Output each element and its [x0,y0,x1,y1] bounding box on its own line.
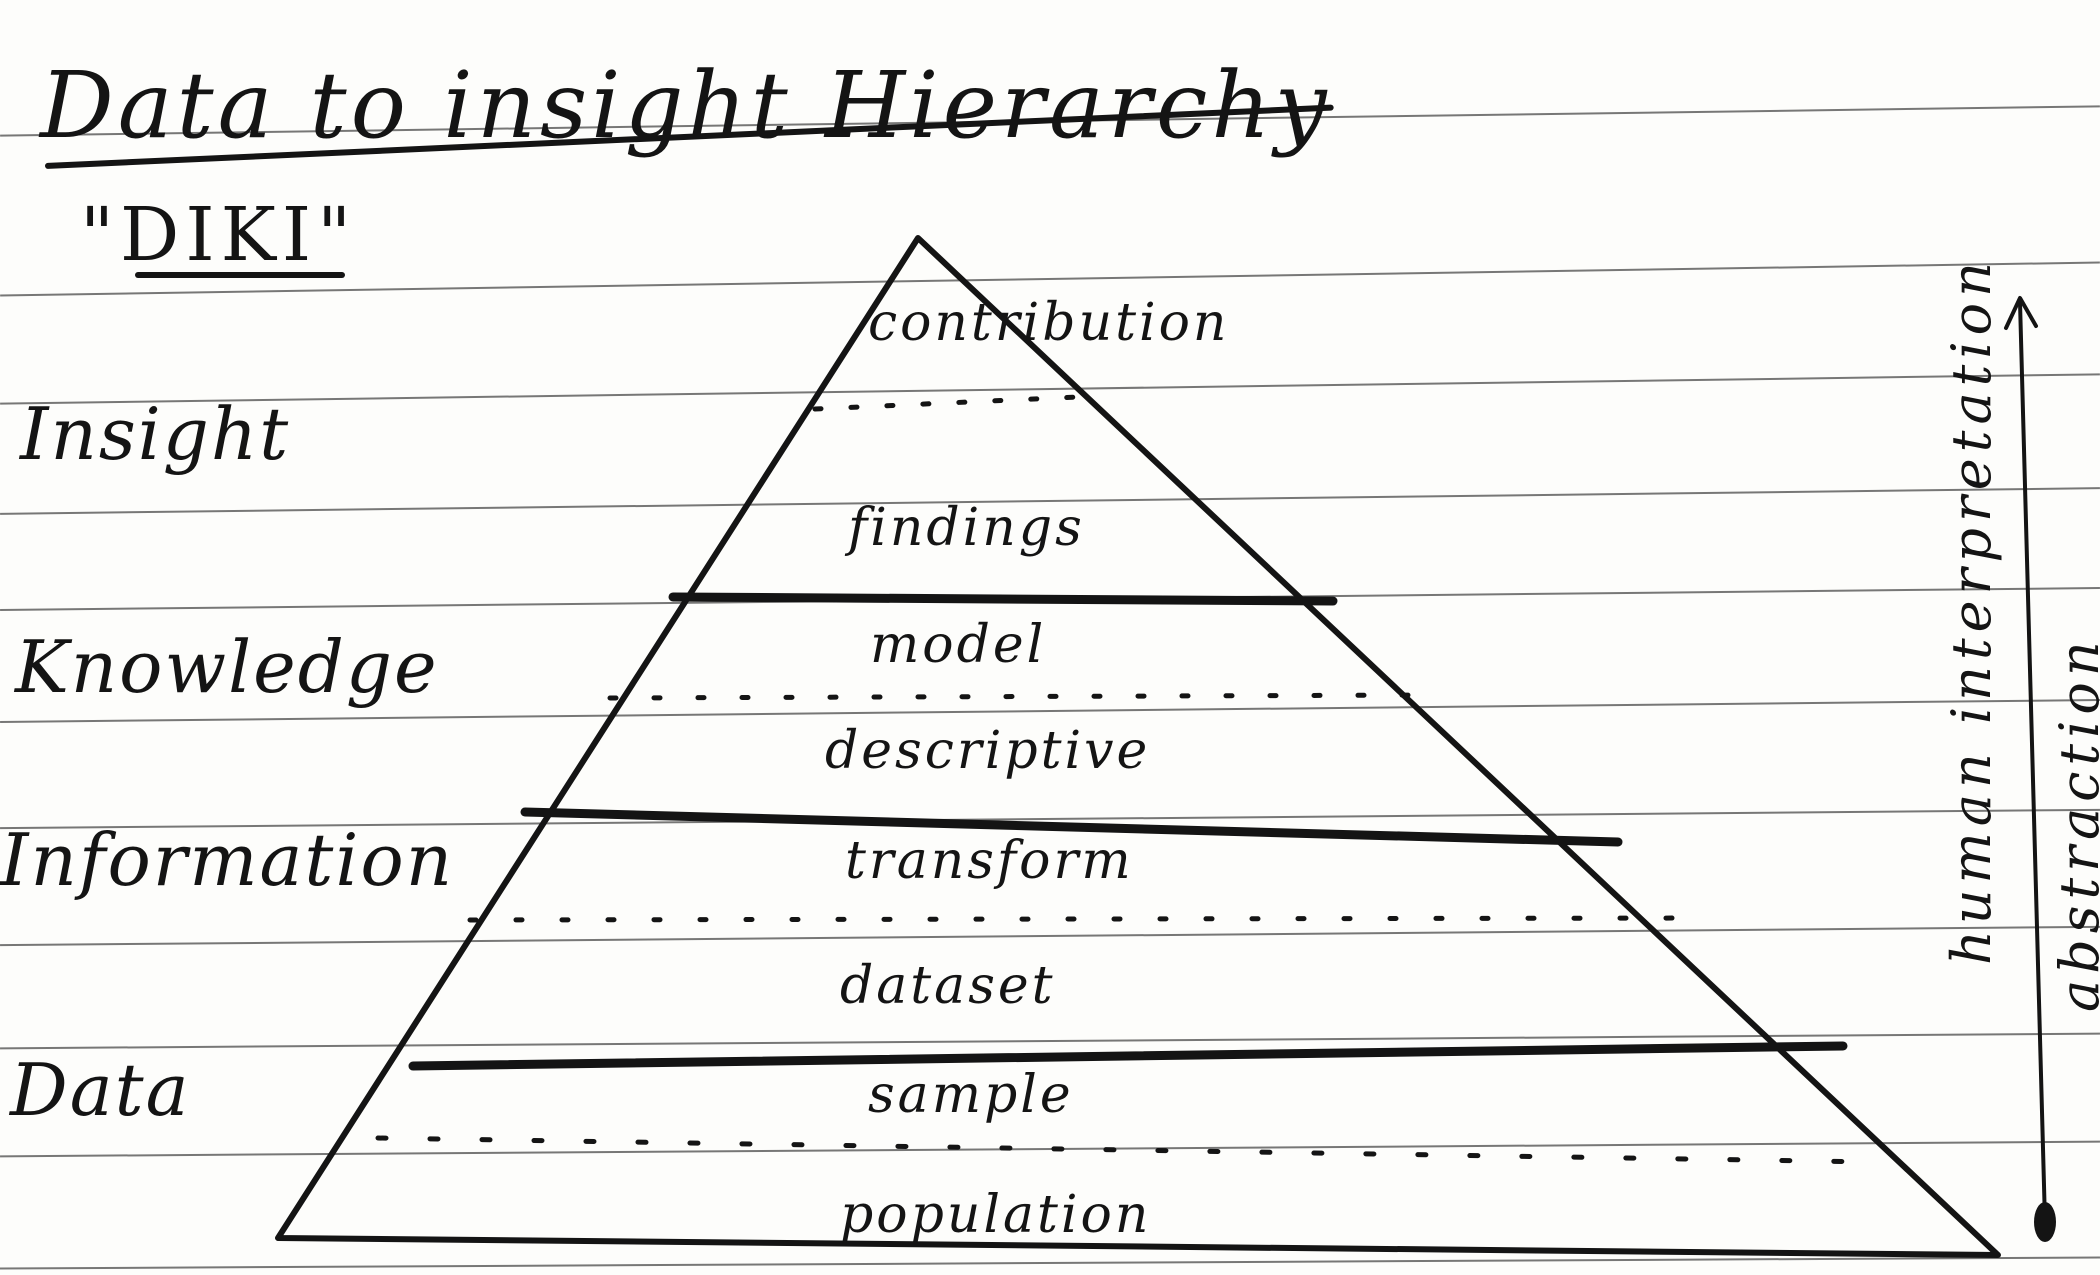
axis-label-abstraction: abstraction [2048,635,2100,1012]
tier-label-contribution: contribution [868,293,1229,353]
abstraction-axis-arrow [2018,300,2047,1224]
page-title: Data to insight Hierarchy [40,52,1331,159]
axis-label-human-interpretation: human interpretation [1940,256,2003,965]
tier-label-dataset: dataset [840,956,1056,1016]
level-boundary-line [520,807,1623,847]
level-label-data: Data [10,1048,191,1132]
sub-tier-divider [812,393,1103,412]
arrowhead-up-icon [2004,296,2038,330]
tier-label-model: model [870,615,1046,675]
level-label-knowledge: Knowledge [15,625,439,709]
level-boundary-line [668,592,1338,606]
sub-tier-divider [467,915,1708,923]
tier-label-population: population [840,1185,1151,1245]
sub-tier-divider [607,692,1443,701]
tier-label-transform: transform [845,831,1134,891]
sub-tier-divider [375,1135,1878,1165]
level-label-insight: Insight [20,392,291,476]
level-label-information: Information [0,818,455,902]
tier-label-descriptive: descriptive [825,721,1150,781]
page-subtitle: "DIKI" [80,192,358,278]
pyramid-outline [275,235,2001,1258]
tier-label-sample: sample [868,1065,1074,1125]
axis-origin-dot [2034,1202,2056,1242]
level-boundary-line [408,1041,1848,1071]
tier-label-findings: findings [844,498,1085,558]
subtitle-underline [135,272,345,278]
